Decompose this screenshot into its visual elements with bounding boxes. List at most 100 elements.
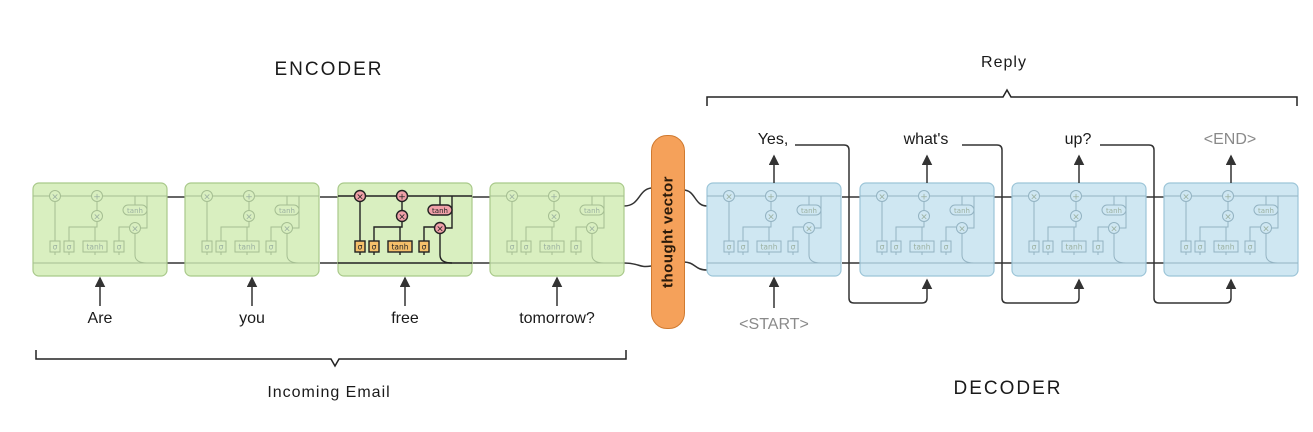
svg-text:×: ×: [1072, 213, 1080, 223]
email-brace: [35, 350, 627, 368]
input-word-4: tomorrow?: [519, 310, 595, 327]
thought-vector-label: thought vector: [659, 176, 677, 288]
svg-text:σ: σ: [1032, 243, 1037, 252]
svg-text:tanh: tanh: [760, 243, 777, 252]
svg-text:×: ×: [436, 225, 444, 235]
svg-text:×: ×: [550, 213, 558, 223]
svg-text:×: ×: [878, 193, 886, 203]
thought-vector: thought vector: [651, 135, 685, 329]
svg-text:tanh: tanh: [238, 243, 255, 252]
svg-text:+: +: [767, 193, 775, 203]
svg-text:σ: σ: [741, 243, 746, 252]
svg-text:tanh: tanh: [279, 207, 295, 215]
svg-text:×: ×: [588, 225, 596, 235]
svg-text:×: ×: [1110, 225, 1118, 235]
svg-text:σ: σ: [1046, 243, 1051, 252]
svg-text:×: ×: [1030, 193, 1038, 203]
svg-text:σ: σ: [269, 243, 274, 252]
svg-text:×: ×: [93, 213, 101, 223]
input-word-2: you: [239, 310, 265, 327]
svg-text:tanh: tanh: [584, 207, 600, 215]
svg-text:σ: σ: [1096, 243, 1101, 252]
svg-text:σ: σ: [524, 243, 529, 252]
svg-text:tanh: tanh: [432, 207, 448, 215]
svg-text:σ: σ: [1248, 243, 1253, 252]
svg-text:×: ×: [958, 225, 966, 235]
decoder-title: DECODER: [953, 378, 1063, 399]
svg-text:tanh: tanh: [127, 207, 143, 215]
svg-text:+: +: [550, 193, 558, 203]
svg-text:σ: σ: [894, 243, 899, 252]
svg-text:×: ×: [725, 193, 733, 203]
output-word-3: up?: [1064, 131, 1092, 148]
svg-text:+: +: [1072, 193, 1080, 203]
svg-text:σ: σ: [372, 243, 377, 252]
svg-text:×: ×: [203, 193, 211, 203]
svg-text:σ: σ: [944, 243, 949, 252]
svg-text:×: ×: [1224, 213, 1232, 223]
svg-text:×: ×: [283, 225, 291, 235]
svg-text:σ: σ: [422, 243, 427, 252]
svg-text:σ: σ: [727, 243, 732, 252]
reply-label: Reply: [981, 54, 1027, 71]
feedback-loops: [795, 144, 1237, 304]
svg-text:σ: σ: [510, 243, 515, 252]
end-token: <END>: [1203, 131, 1257, 148]
input-word-3: free: [391, 310, 419, 327]
svg-text:×: ×: [767, 213, 775, 223]
svg-text:tanh: tanh: [391, 243, 408, 252]
svg-text:σ: σ: [67, 243, 72, 252]
encoder-title: ENCODER: [274, 59, 384, 80]
svg-text:×: ×: [805, 225, 813, 235]
svg-text:tanh: tanh: [543, 243, 560, 252]
svg-text:tanh: tanh: [1217, 243, 1234, 252]
svg-text:×: ×: [508, 193, 516, 203]
svg-text:×: ×: [51, 193, 59, 203]
svg-text:×: ×: [131, 225, 139, 235]
svg-text:×: ×: [398, 213, 406, 223]
input-word-1: Are: [87, 310, 113, 327]
output-word-2: what's: [903, 131, 949, 148]
svg-text:σ: σ: [1198, 243, 1203, 252]
svg-text:σ: σ: [1184, 243, 1189, 252]
svg-text:tanh: tanh: [86, 243, 103, 252]
svg-text:σ: σ: [358, 243, 363, 252]
svg-text:+: +: [1224, 193, 1232, 203]
svg-text:tanh: tanh: [913, 243, 930, 252]
connection-lines: [167, 187, 1164, 271]
svg-text:σ: σ: [53, 243, 58, 252]
svg-text:σ: σ: [219, 243, 224, 252]
svg-text:+: +: [93, 193, 101, 203]
svg-text:×: ×: [356, 193, 364, 203]
svg-text:+: +: [398, 193, 406, 203]
svg-text:×: ×: [1262, 225, 1270, 235]
io-arrows: [94, 154, 1237, 308]
svg-text:+: +: [920, 193, 928, 203]
svg-text:×: ×: [920, 213, 928, 223]
svg-text:+: +: [245, 193, 253, 203]
svg-text:tanh: tanh: [801, 207, 817, 215]
output-word-1: Yes,: [757, 131, 789, 148]
svg-text:σ: σ: [574, 243, 579, 252]
svg-text:σ: σ: [205, 243, 210, 252]
reply-brace: [706, 88, 1298, 106]
svg-text:tanh: tanh: [954, 207, 970, 215]
svg-text:tanh: tanh: [1106, 207, 1122, 215]
start-token: <START>: [739, 316, 809, 333]
svg-text:σ: σ: [791, 243, 796, 252]
incoming-email-label: Incoming Email: [267, 384, 391, 401]
svg-text:σ: σ: [880, 243, 885, 252]
svg-text:tanh: tanh: [1065, 243, 1082, 252]
svg-text:×: ×: [245, 213, 253, 223]
svg-text:×: ×: [1182, 193, 1190, 203]
svg-text:σ: σ: [117, 243, 122, 252]
svg-text:tanh: tanh: [1258, 207, 1274, 215]
